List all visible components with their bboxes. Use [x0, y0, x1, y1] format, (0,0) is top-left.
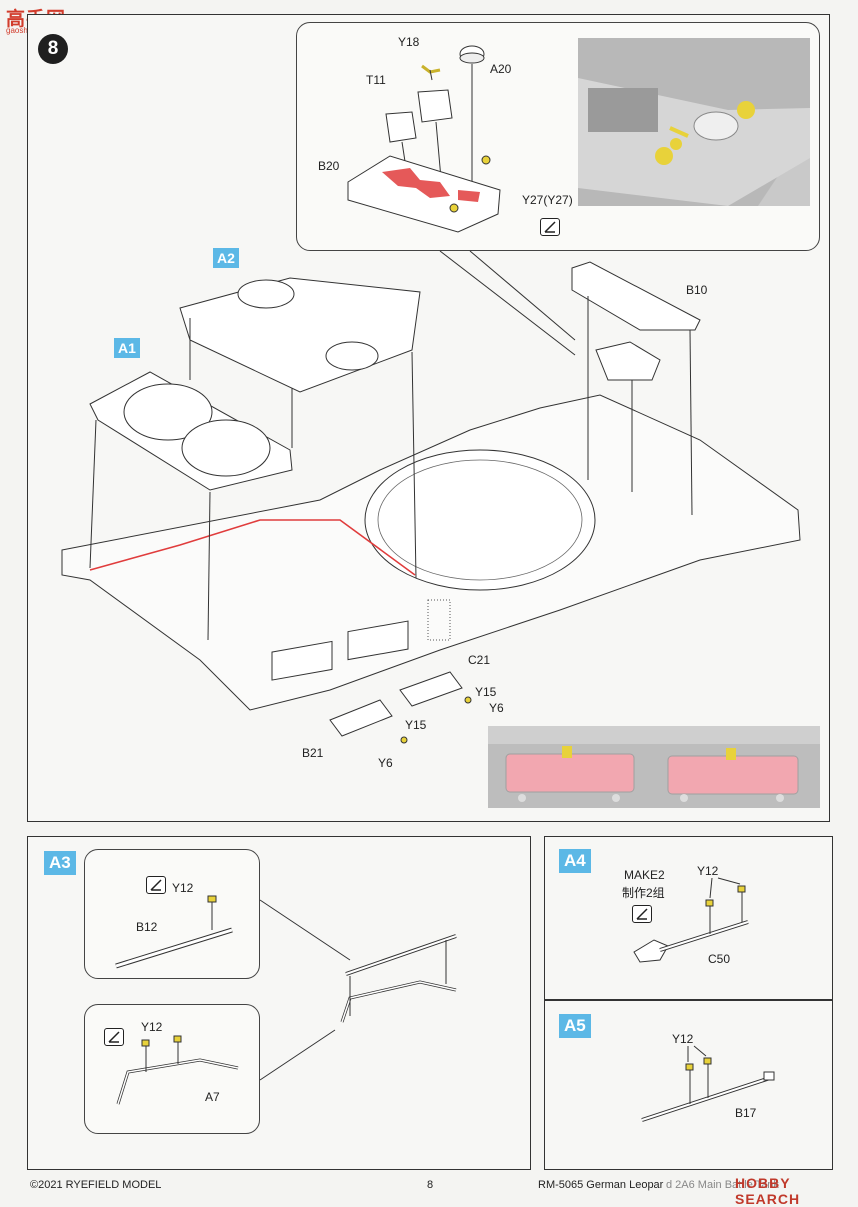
label-a5-y12: Y12 — [672, 1032, 694, 1046]
panel-a4-badge: A4 — [559, 849, 591, 873]
detail-photo — [578, 38, 810, 206]
assembly-badge-a2: A2 — [213, 248, 239, 268]
label-b21: B21 — [302, 746, 324, 760]
panel-a5 — [544, 1000, 833, 1170]
label-a5-b17: B17 — [735, 1106, 757, 1120]
label-a20: A20 — [490, 62, 512, 76]
footer-product-tail: d 2A6 Main Battle Tank — [666, 1179, 779, 1191]
label-a3-y12-bottom: Y12 — [141, 1020, 163, 1034]
a3-top-box — [84, 849, 260, 979]
label-y18: Y18 — [398, 35, 420, 49]
label-y6-a: Y6 — [489, 701, 504, 715]
footer-page-number: 8 — [427, 1179, 434, 1191]
a4-make-label: MAKE2 — [624, 868, 665, 882]
panel-a5-badge: A5 — [559, 1014, 591, 1038]
a4-make-cn-label: 制作2组 — [622, 886, 665, 900]
panel-a4 — [544, 836, 833, 1000]
glue-icon-a4 — [632, 905, 652, 923]
label-a3-y12-top: Y12 — [172, 881, 194, 895]
label-c21: C21 — [468, 653, 491, 667]
footer-copyright: ©2021 RYEFIELD MODEL — [30, 1179, 162, 1191]
glue-icon — [540, 218, 560, 236]
assembly-badge-a1: A1 — [114, 338, 140, 358]
panel-a3-badge: A3 — [44, 851, 76, 875]
side-photo — [488, 726, 820, 808]
label-a3-b12: B12 — [136, 920, 158, 934]
label-a4-c50: C50 — [708, 952, 731, 966]
footer-product: RM-5065 German Leopar — [538, 1179, 664, 1191]
label-a3-a7: A7 — [205, 1090, 220, 1104]
a3-bottom-box — [84, 1004, 260, 1134]
label-y15-b: Y15 — [405, 718, 427, 732]
footer-watermark: HOBBY SEARCH — [735, 1175, 801, 1207]
step-number: 8 — [38, 34, 68, 64]
label-b20: B20 — [318, 159, 340, 173]
label-a4-y12: Y12 — [697, 864, 719, 878]
label-y6-b: Y6 — [378, 756, 393, 770]
b20-plate-drawing — [347, 45, 501, 233]
label-t11: T11 — [366, 73, 386, 87]
label-y27: Y27(Y27) — [522, 193, 573, 207]
label-y15-a: Y15 — [475, 685, 497, 699]
glue-icon-a3-bottom — [104, 1028, 124, 1046]
label-b10: B10 — [686, 283, 708, 297]
glue-icon-a3-top — [146, 876, 166, 894]
